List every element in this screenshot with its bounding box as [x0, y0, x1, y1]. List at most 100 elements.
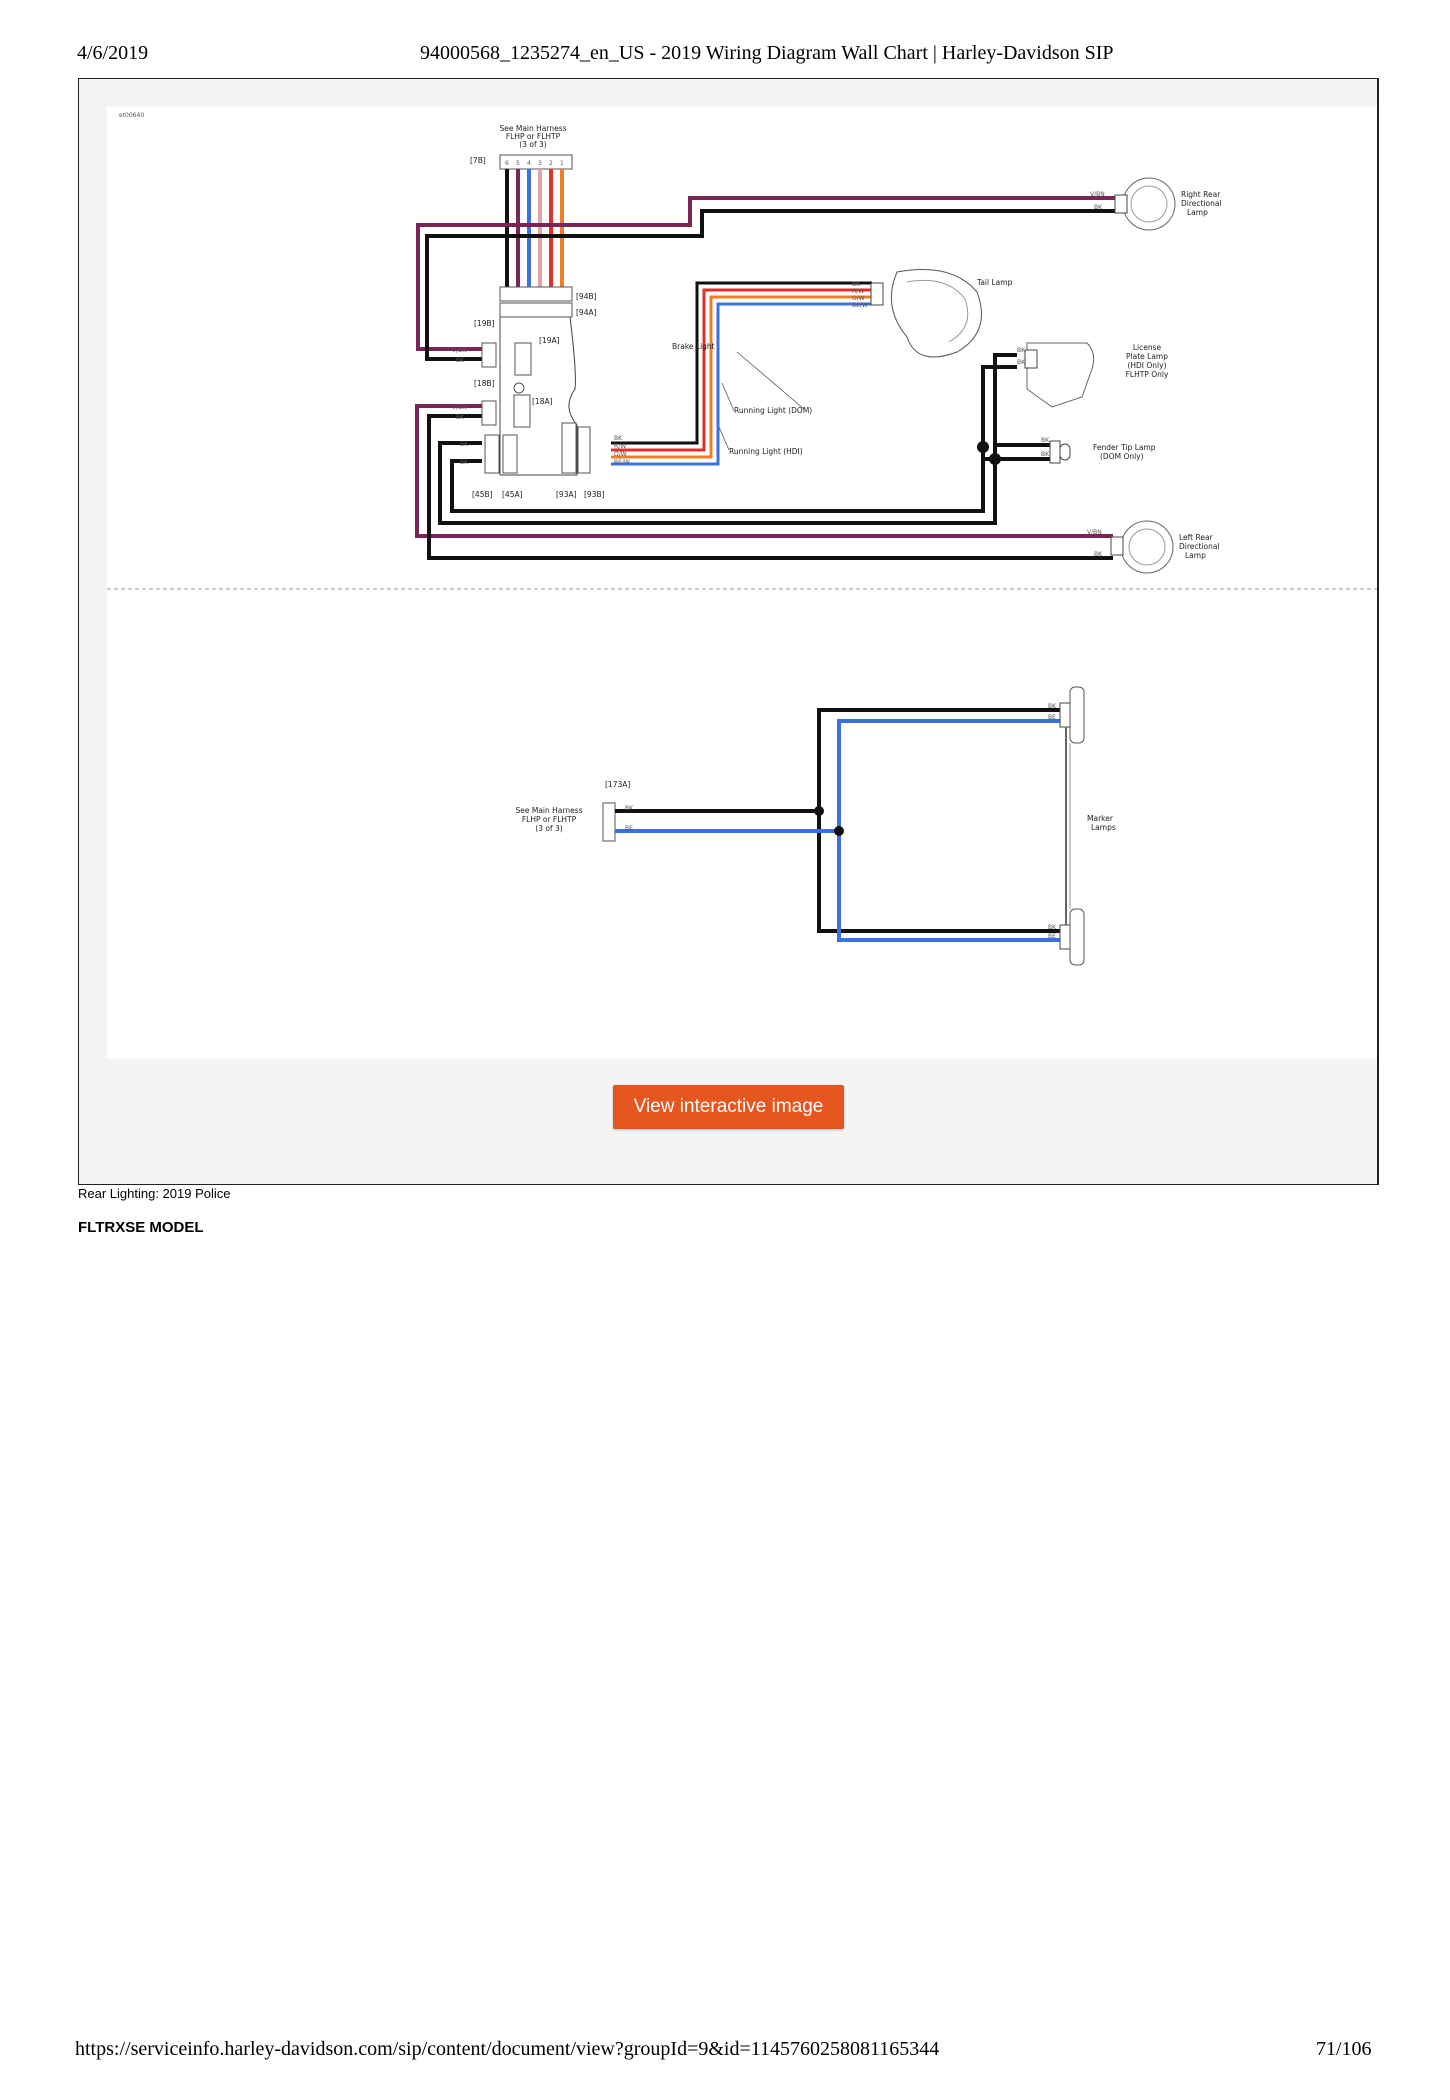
license-plate-lamp-label: License Plate Lamp (HDI Only) FLHTP Only: [1126, 343, 1169, 379]
connector-18b-label: [18B]: [474, 379, 495, 388]
header-date: 4/6/2019: [77, 42, 149, 64]
svg-text:BK: BK: [625, 805, 634, 812]
svg-text:BK: BK: [1041, 451, 1050, 458]
svg-text:License: License: [1133, 343, 1162, 352]
svg-text:Fender Tip Lamp: Fender Tip Lamp: [1093, 443, 1156, 452]
svg-text:BK: BK: [1041, 437, 1050, 444]
left-rear-lamp-icon: [1110, 520, 1174, 574]
left-rear-lamp-wires: [415, 404, 1113, 560]
svg-text:(HDI Only): (HDI Only): [1127, 361, 1166, 370]
svg-text:BK: BK: [1094, 551, 1103, 558]
svg-text:Right Rear: Right Rear: [1181, 190, 1221, 199]
connector-173a: [602, 802, 616, 842]
marker-lamps-label: Marker Lamps: [1087, 814, 1116, 832]
footer-url: https://serviceinfo.harley-davidson.com/…: [75, 2038, 940, 2060]
svg-text:BK: BK: [614, 435, 623, 442]
wire-code-labels-upper: V/BN BK V/BN BK BK BK BK R/W O/W BE/W BK…: [452, 191, 1105, 558]
fender-tip-lamp-label: Fender Tip Lamp (DOM Only): [1093, 443, 1156, 461]
marker-lamp-wires: [615, 708, 1060, 942]
svg-text:V/BN: V/BN: [452, 404, 467, 411]
svg-text:4: 4: [527, 160, 531, 167]
brake-light-label: Brake Light: [672, 342, 715, 351]
marker-lamps-icon: [1059, 686, 1085, 966]
header-title: 94000568_1235274_en_US - 2019 Wiring Dia…: [420, 42, 1114, 64]
svg-text:BK: BK: [460, 441, 469, 448]
svg-text:(3 of 3): (3 of 3): [535, 824, 562, 833]
connector-18a-label: [18A]: [532, 397, 553, 406]
svg-text:V/BN: V/BN: [1090, 191, 1105, 198]
connector-93a-label: [93A]: [556, 490, 577, 499]
svg-text:O/W: O/W: [614, 451, 627, 458]
tail-lamp-label: Tail Lamp: [976, 278, 1013, 287]
diagram-id: et00640: [119, 112, 144, 119]
svg-text:1: 1: [560, 160, 564, 167]
svg-text:BK: BK: [852, 281, 861, 288]
svg-text:V/BN: V/BN: [1087, 529, 1102, 536]
view-interactive-image-button[interactable]: View interactive image: [613, 1085, 844, 1129]
connector-94a-label: [94A]: [576, 308, 597, 317]
svg-text:BK: BK: [1017, 359, 1026, 366]
svg-text:BE: BE: [625, 825, 633, 832]
svg-text:FLHP or FLHTP: FLHP or FLHTP: [506, 132, 561, 141]
figure-caption: Rear Lighting: 2019 Police: [78, 1186, 231, 1201]
svg-text:R/W: R/W: [614, 443, 626, 450]
callouts: [718, 351, 805, 451]
svg-text:6: 6: [505, 160, 509, 167]
running-light-hdi-label: Running Light (HDI): [729, 447, 803, 456]
footer-page-number: 71/106: [1316, 2038, 1372, 2060]
svg-text:2: 2: [549, 160, 553, 167]
connector-94b: [499, 286, 573, 302]
svg-text:BK: BK: [460, 459, 469, 466]
svg-text:BE: BE: [1048, 933, 1056, 940]
license-plate-lamp-icon: [1024, 342, 1095, 408]
svg-text:See Main Harness: See Main Harness: [515, 806, 582, 815]
fender-tip-lamp-icon: [1049, 440, 1071, 464]
svg-text:Lamps: Lamps: [1091, 823, 1116, 832]
svg-text:Left Rear: Left Rear: [1179, 533, 1214, 542]
connector-45b-label: [45B]: [472, 490, 493, 499]
harness-label-top: See Main Harness FLHP or FLHTP (3 of 3): [499, 124, 566, 149]
svg-text:3: 3: [538, 160, 542, 167]
svg-text:(DOM Only): (DOM Only): [1100, 452, 1144, 461]
diagram-frame: et00640 See Main Harness FLHP or FLHTP (…: [78, 78, 1379, 1185]
svg-text:BK: BK: [1094, 204, 1103, 211]
svg-text:BE/W: BE/W: [614, 459, 630, 466]
svg-text:R/W: R/W: [852, 288, 864, 295]
svg-text:BE/W: BE/W: [852, 302, 868, 309]
svg-text:BK: BK: [456, 357, 465, 364]
connector-7b: [499, 154, 573, 170]
svg-text:Marker: Marker: [1087, 814, 1114, 823]
svg-text:BK: BK: [1048, 703, 1057, 710]
tail-lamp-icon: [870, 269, 982, 358]
svg-text:See Main Harness: See Main Harness: [499, 124, 566, 133]
connector-7b-label: [7B]: [470, 156, 486, 165]
wiring-diagram: et00640 See Main Harness FLHP or FLHTP (…: [107, 107, 1377, 1059]
right-rear-lamp-label: Right Rear Directional Lamp: [1181, 190, 1222, 217]
harness-label-lower: See Main Harness FLHP or FLHTP (3 of 3): [515, 806, 582, 833]
svg-text:BK: BK: [456, 414, 465, 421]
svg-text:Plate Lamp: Plate Lamp: [1126, 352, 1168, 361]
fender-tip-wires: [438, 353, 1050, 525]
left-rear-lamp-label: Left Rear Directional Lamp: [1179, 533, 1220, 560]
svg-text:Lamp: Lamp: [1187, 208, 1208, 217]
svg-text:Directional: Directional: [1181, 199, 1222, 208]
svg-text:V/BN: V/BN: [452, 347, 467, 354]
svg-text:(3 of 3): (3 of 3): [519, 140, 546, 149]
running-light-dom-label: Running Light (DOM): [734, 406, 812, 415]
connector-173a-label: [173A]: [605, 780, 630, 789]
right-rear-lamp-wires: [416, 196, 1117, 361]
svg-text:BK: BK: [1048, 924, 1057, 931]
harness-trunk-wires: [505, 169, 564, 289]
right-rear-lamp-icon: [1114, 177, 1176, 231]
svg-text:BK: BK: [1017, 347, 1026, 354]
connector-19a-label: [19A]: [539, 336, 560, 345]
svg-text:5: 5: [516, 160, 520, 167]
connector-94b-label: [94B]: [576, 292, 597, 301]
wire-code-labels-lower: BK BE BK BE BK BE: [625, 703, 1057, 940]
svg-text:BE: BE: [1048, 714, 1056, 721]
connector-45a-label: [45A]: [502, 490, 523, 499]
svg-text:Directional: Directional: [1179, 542, 1220, 551]
svg-text:O/W: O/W: [852, 295, 865, 302]
model-heading: FLTRXSE MODEL: [78, 1219, 204, 1236]
connector-7b-pins: 6 5 4 3 2 1: [505, 160, 564, 167]
